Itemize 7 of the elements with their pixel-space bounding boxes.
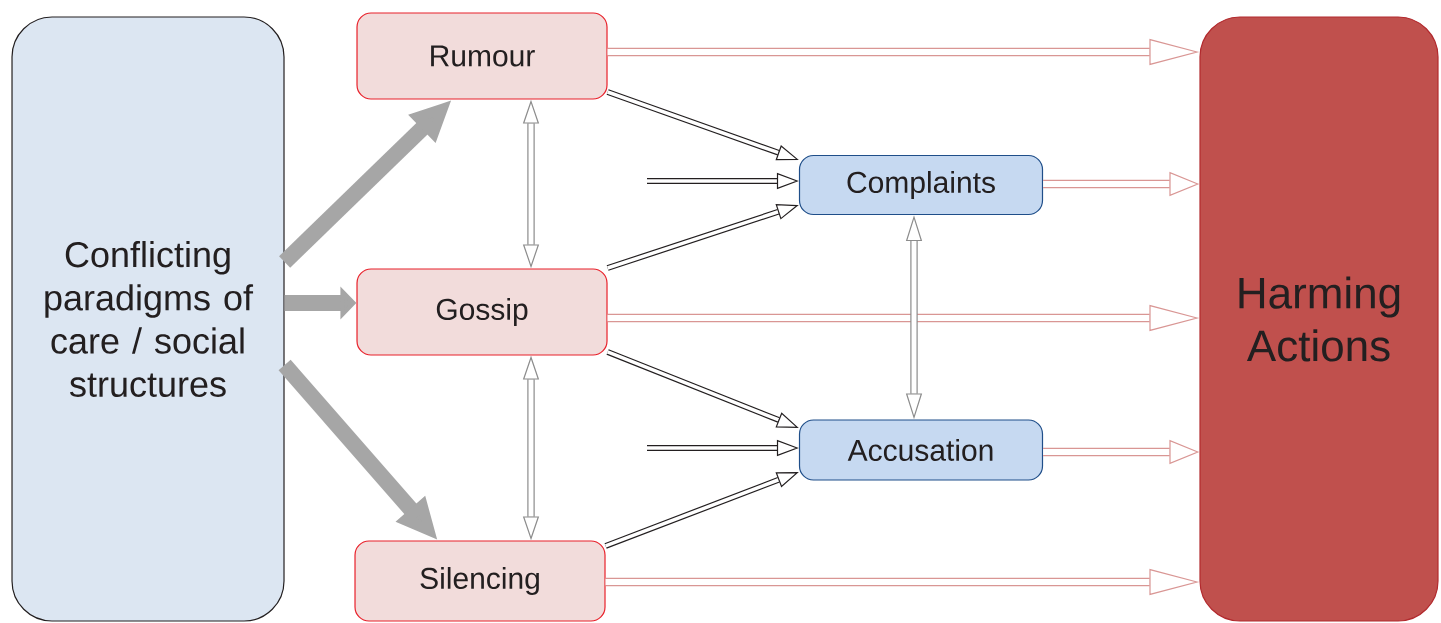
process-box: Rumour bbox=[356, 12, 608, 100]
process-box: Gossip bbox=[356, 268, 608, 356]
process-box: Silencing bbox=[354, 540, 606, 622]
outcome-box: Harming Actions bbox=[1199, 16, 1439, 622]
process-box: Complaints bbox=[798, 154, 1044, 216]
process-box: Accusation bbox=[798, 419, 1044, 481]
group-box: Conflicting paradigms of care / social structures bbox=[11, 16, 285, 622]
